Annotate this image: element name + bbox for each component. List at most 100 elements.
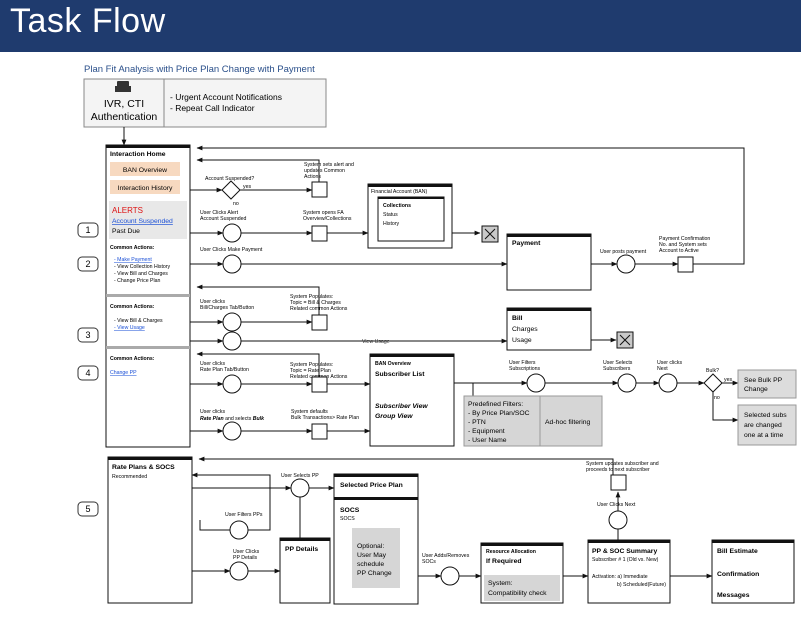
bill-estimate-title: Bill Estimate <box>717 548 758 555</box>
selected-subs-l1: Selected subs <box>744 412 787 419</box>
user-action-rate <box>222 374 242 394</box>
system-action-bulk <box>311 423 328 440</box>
see-bulk-box <box>737 369 797 399</box>
past-due-label: Past Due <box>112 228 140 235</box>
system-action-alert <box>311 181 328 198</box>
view-usage-label: View Usage <box>362 339 390 345</box>
system-defaults-l1: System defaults <box>291 409 328 415</box>
account-suspended-link[interactable]: Account Suspended <box>112 218 173 225</box>
system-opens-fa-l2: Overview/Collections <box>303 216 352 222</box>
filter-ptn: - PTN <box>468 419 486 426</box>
subscriber-list-header: BAN Overview <box>375 361 412 367</box>
financial-account-title: Financial Account (BAN) <box>371 189 427 195</box>
user-clicks-alert-l1: User Clicks Alert <box>200 210 239 216</box>
user-clicks-next2: User Clicks Next <box>597 502 636 508</box>
decision-account-suspended <box>221 180 241 200</box>
optional-l1: Optional: <box>357 543 384 550</box>
payment-title: Payment <box>512 240 541 247</box>
selected-subs-l2: are changed <box>744 422 782 429</box>
pp-details-screen: PP Details <box>279 537 331 604</box>
alerts-label: ALERTS <box>112 206 143 215</box>
step-marker-4: 4 <box>77 365 99 381</box>
svg-text:4: 4 <box>85 368 90 378</box>
resource-allocation-screen: Resource Allocation If Required System: … <box>480 542 564 604</box>
pp-summary-title: PP & SOC Summary <box>592 548 657 555</box>
no-label: no <box>233 201 239 207</box>
selected-price-plan-screen: Selected Price Plan SOCS SOCS Optional: … <box>333 473 419 605</box>
user-action-filter <box>526 373 546 393</box>
filter-user-name: - User Name <box>468 437 507 444</box>
pp-details-title: PP Details <box>285 546 318 553</box>
user-action-post-payment <box>616 254 636 274</box>
user-action-alert <box>222 223 242 243</box>
interaction-history-tab[interactable] <box>110 180 180 194</box>
user-action-payment <box>222 254 242 274</box>
user-action-usage <box>222 331 242 351</box>
user-clicks-rate-l2: Rate Plan Tab/Button <box>200 367 249 373</box>
view-collection-history-action: - View Collection History <box>114 264 171 270</box>
history-label: History <box>383 221 400 227</box>
optional-l4: PP Change <box>357 570 392 577</box>
ivr-line1: IVR, CTI <box>104 98 144 110</box>
decision-bulk <box>703 373 723 393</box>
user-clicks-rate-l1: User clicks <box>200 361 225 367</box>
user-clicks-next-l1: User clicks <box>657 360 682 366</box>
notes-box <box>163 78 327 128</box>
interaction-home-title: Interaction Home <box>110 151 166 158</box>
change-price-plan-action: - Change Price Plan <box>114 278 161 284</box>
system-sets-alert-l2: updates Common <box>304 168 345 174</box>
rate-plans-sub: Recommended <box>112 474 147 480</box>
bill-screen: Bill Charges Usage <box>506 307 592 351</box>
view-usage-action[interactable]: - View Usage <box>114 325 145 331</box>
user-action-add-socs <box>440 566 460 586</box>
rate-plans-socs-panel: Rate Plans & SOCS Recommended <box>107 456 193 604</box>
interaction-home-panel: Interaction Home BAN Overview Interactio… <box>105 144 191 448</box>
payment-screen: Payment <box>506 233 592 291</box>
step-marker-5: 5 <box>77 501 99 517</box>
system-populates-bill-l1: System Populates: <box>290 294 333 300</box>
step-marker-1: 1 <box>77 222 99 238</box>
diagram-subtitle: Plan Fit Analysis with Price Plan Change… <box>84 64 315 75</box>
optional-l2: User May <box>357 552 387 559</box>
system-action-confirm <box>677 256 694 273</box>
socs-sub: SOCS <box>340 516 355 522</box>
messages-label: Messages <box>717 592 750 599</box>
ivr-authentication-box: IVR, CTI Authentication <box>83 78 165 128</box>
note-repeat: - Repeat Call Indicator <box>170 103 255 113</box>
user-filters-subs-l2: Subscriptions <box>509 366 541 372</box>
filter-by-price-plan: - By Price Plan/SOC <box>468 410 530 417</box>
svg-text:2: 2 <box>85 259 90 269</box>
user-action-bulk <box>222 421 242 441</box>
selected-subs-l3: one at a time <box>744 432 784 439</box>
user-action-pp-details <box>229 561 249 581</box>
system-updates-l2: proceeds to next subscriber <box>586 467 650 473</box>
system-populates-rate-l1: System Populates: <box>290 362 333 368</box>
svg-text:1: 1 <box>85 225 90 235</box>
system-compat-l1: System: <box>488 580 513 587</box>
user-clicks-bulk-l2: Rate Plan and selects Bulk <box>200 416 265 422</box>
user-action-select <box>617 373 637 393</box>
make-payment-action[interactable]: - Make Payment <box>114 257 152 263</box>
optional-l3: schedule <box>357 561 384 568</box>
common-actions-label-3: Common Actions: <box>110 356 155 362</box>
system-action-rate <box>311 376 328 393</box>
interaction-history-label: Interaction History <box>118 185 173 192</box>
user-selects-subs-l1: User Selects <box>603 360 633 366</box>
diagram-canvas: Plan Fit Analysis with Price Plan Change… <box>77 64 797 605</box>
user-filters-pps: User Filters PPs <box>225 512 263 518</box>
group-view-label: Group View <box>375 413 413 420</box>
payment-confirmation-l2: No. and System sets <box>659 242 707 248</box>
ban-overview-tab[interactable] <box>110 162 180 176</box>
bulk-yes-label: yes <box>724 377 732 383</box>
user-clicks-details-l1: User Clicks <box>233 549 260 555</box>
user-clicks-alert-l2: Account Suspended <box>200 216 247 222</box>
financial-account-screen: Financial Account (BAN) Collections Stat… <box>367 183 453 249</box>
resource-allocation-title: Resource Allocation <box>486 549 536 555</box>
activation-scheduled: b) Scheduled(Future) <box>617 582 666 588</box>
user-clicks-details-l2: PP Details <box>233 555 258 561</box>
svg-text:5: 5 <box>85 504 90 514</box>
end-close-icon-2 <box>616 331 634 349</box>
bill-estimate-screen: Bill Estimate Confirmation Messages <box>711 539 795 604</box>
system-defaults-l2: Bulk Transactions> Rate Plan <box>291 415 359 421</box>
change-pp-link[interactable]: Change PP <box>110 370 137 376</box>
